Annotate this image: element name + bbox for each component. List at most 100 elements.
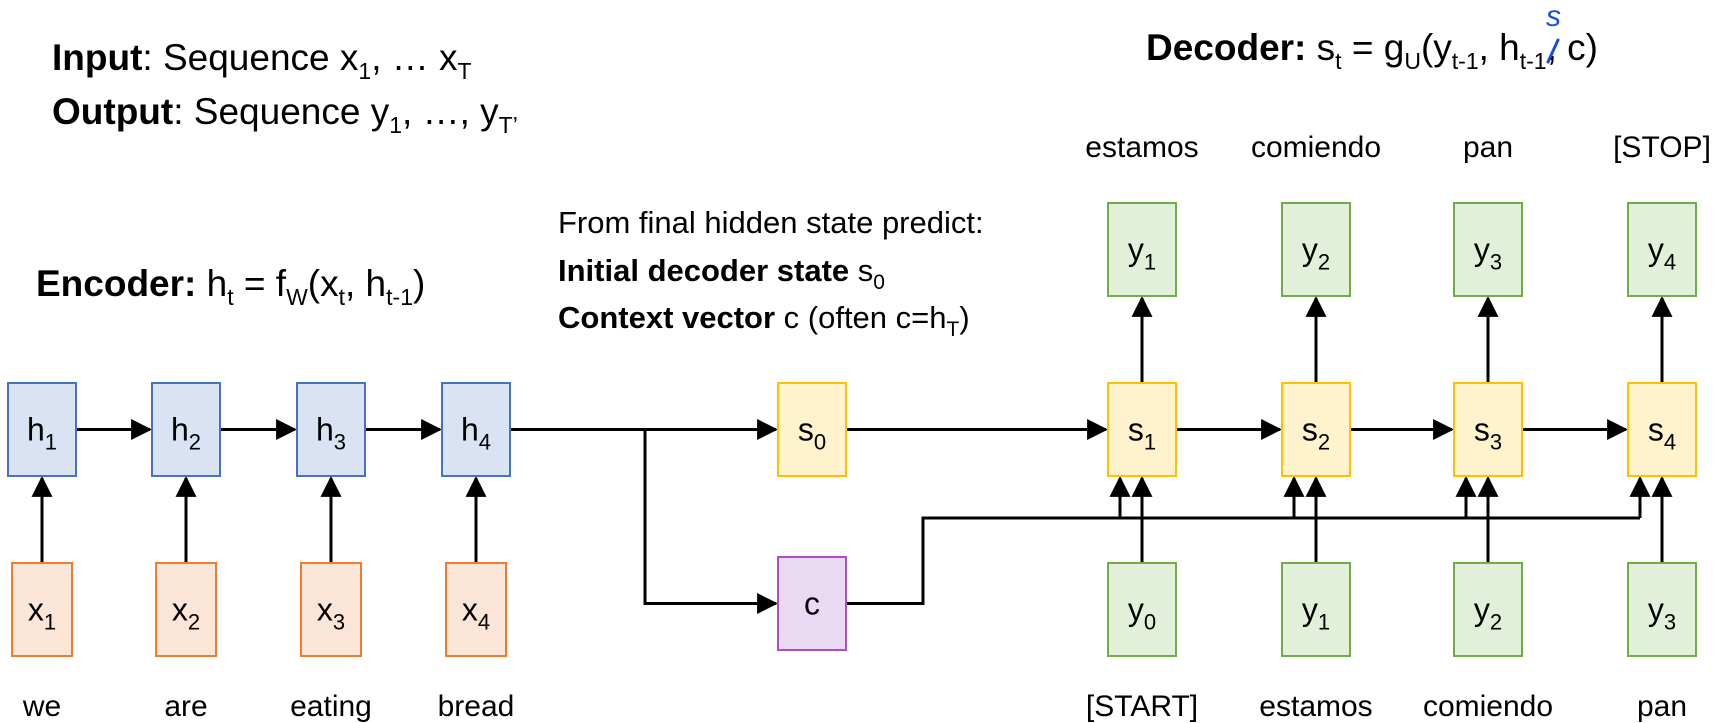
- encoder-input-x2-box: [155, 562, 217, 657]
- encoder-hidden-h1-box: [7, 382, 77, 477]
- encoder-hidden-h4-subscript: 4: [479, 430, 491, 455]
- decoder-state-s4-subscript: 4: [1664, 430, 1676, 455]
- encoder-input-x2-label: x2: [172, 592, 200, 635]
- input-description: Input: Sequence x1, … xT: [52, 37, 472, 84]
- decoder-output-y3-symbol: y: [1474, 232, 1490, 268]
- encoder-hidden-h3: h3: [296, 382, 366, 477]
- encoder-hidden-h2-subscript: 2: [189, 430, 201, 455]
- encoder-formula: Encoder: ht = fW(xt, ht-1): [36, 263, 425, 310]
- decoder-state-s2: s2: [1281, 382, 1351, 477]
- decoder-input-y0: y0: [1107, 562, 1177, 657]
- context-bus-line: [846, 516, 1640, 605]
- decoder-input-y3-box: [1627, 562, 1697, 657]
- decoder-output-y3-box: [1453, 202, 1523, 297]
- decoder-formula: Decoder: st = gU(yt-1, ht-1, c): [1146, 27, 1598, 74]
- encoder-input-x1: x1: [11, 562, 73, 657]
- initial-decoder-state-s0-subscript: 0: [814, 430, 826, 455]
- encoder-input-x1-box: [11, 562, 73, 657]
- decoder-input-y1-label: y1: [1302, 592, 1330, 635]
- encoder-input-x3-symbol: x: [317, 592, 333, 628]
- decoder-input-y2-subscript: 2: [1490, 610, 1502, 635]
- decoder-state-s3-subscript: 3: [1490, 430, 1502, 455]
- decoder-input-y0-symbol: y: [1128, 592, 1144, 628]
- encoder-hidden-h1-label: h1: [27, 412, 57, 455]
- encoder-word-3: eating: [290, 690, 372, 723]
- decoder-input-y2-box: [1453, 562, 1523, 657]
- decoder-state-s3: s3: [1453, 382, 1523, 477]
- encoder-hidden-h4-box: [441, 382, 511, 477]
- decoder-input-y0-subscript: 0: [1144, 610, 1156, 635]
- decoder-input-y2-label: y2: [1474, 592, 1502, 635]
- encoder-input-x4-label: x4: [462, 592, 490, 635]
- encoder-hidden-h4: h4: [441, 382, 511, 477]
- prediction-note-line3: Context vector c (often c=hT): [558, 300, 970, 341]
- decoder-input-y2-symbol: y: [1474, 592, 1490, 628]
- context-vector-c-box: [777, 556, 847, 651]
- decoder-output-y4: y4: [1627, 202, 1697, 297]
- decoder-input-y3-label: y3: [1648, 592, 1676, 635]
- decoder-output-y2-box: [1281, 202, 1351, 297]
- encoder-input-x3: x3: [300, 562, 362, 657]
- decoder-output-y1-box: [1107, 202, 1177, 297]
- encoder-input-x3-label: x3: [317, 592, 345, 635]
- decoder-input-y1-symbol: y: [1302, 592, 1318, 628]
- encoder-input-x4-symbol: x: [462, 592, 478, 628]
- decoder-state-s3-symbol: s: [1474, 412, 1490, 448]
- initial-decoder-state-s0: s0: [777, 382, 847, 477]
- decoder-input-y1-box: [1281, 562, 1351, 657]
- encoder-input-x1-subscript: 1: [44, 610, 56, 635]
- encoder-hidden-h1-subscript: 1: [45, 430, 57, 455]
- encoder-input-x2-subscript: 2: [188, 610, 200, 635]
- encoder-hidden-h3-label: h3: [316, 412, 346, 455]
- encoder-hidden-h3-box: [296, 382, 366, 477]
- decoder-input-y1-subscript: 1: [1318, 610, 1330, 635]
- decoder-output-y2-subscript: 2: [1318, 250, 1330, 275]
- encoder-hidden-h1: h1: [7, 382, 77, 477]
- h4-to-context-arrow: [643, 429, 779, 614]
- decoder-output-y2-symbol: y: [1302, 232, 1318, 268]
- decoder-state-s2-label: s2: [1302, 412, 1330, 455]
- decoder-input-y3-subscript: 3: [1664, 610, 1676, 635]
- decoder-output-y2: y2: [1281, 202, 1351, 297]
- initial-decoder-state-s0-label: s0: [798, 412, 826, 455]
- encoder-hidden-h4-label: h4: [461, 412, 491, 455]
- decoder-input-y3-symbol: y: [1648, 592, 1664, 628]
- encoder-input-x3-subscript: 3: [333, 610, 345, 635]
- encoder-input-x3-box: [300, 562, 362, 657]
- decoder-output-word-1: estamos: [1085, 131, 1198, 164]
- encoder-input-x4: x4: [445, 562, 507, 657]
- decoder-output-y1: y1: [1107, 202, 1177, 297]
- decoder-state-s4-symbol: s: [1648, 412, 1664, 448]
- encoder-hidden-h2: h2: [151, 382, 221, 477]
- encoder-hidden-h2-label: h2: [171, 412, 201, 455]
- decoder-state-s2-subscript: 2: [1318, 430, 1330, 455]
- context-vector-c: c: [777, 556, 847, 651]
- handwritten-s-label: s: [1546, 0, 1561, 33]
- encoder-input-x2-symbol: x: [172, 592, 188, 628]
- initial-decoder-state-s0-box: [777, 382, 847, 477]
- encoder-input-x4-box: [445, 562, 507, 657]
- decoder-state-s2-box: [1281, 382, 1351, 477]
- decoder-input-word-3: comiendo: [1423, 690, 1553, 723]
- decoder-state-s1-symbol: s: [1128, 412, 1144, 448]
- decoder-state-s1-box: [1107, 382, 1177, 477]
- handwritten-annotation: s: [1546, 0, 1561, 64]
- decoder-input-y3: y3: [1627, 562, 1697, 657]
- decoder-state-s4: s4: [1627, 382, 1697, 477]
- node-layer: h1x1h2x2h3x3h4x4s0cs1y1y0s2y2y1s3y3y2s4y…: [7, 202, 1697, 657]
- decoder-state-s2-symbol: s: [1302, 412, 1318, 448]
- encoder-input-x1-label: x1: [28, 592, 56, 635]
- encoder-hidden-h2-box: [151, 382, 221, 477]
- decoder-output-y4-symbol: y: [1648, 232, 1664, 268]
- encoder-input-x1-symbol: x: [28, 592, 44, 628]
- encoder-input-x2: x2: [155, 562, 217, 657]
- decoder-output-word-4: [STOP]: [1613, 131, 1711, 164]
- decoder-output-word-3: pan: [1463, 131, 1513, 164]
- encoder-hidden-h4-symbol: h: [461, 412, 479, 448]
- encoder-hidden-h1-symbol: h: [27, 412, 45, 448]
- decoder-input-y1: y1: [1281, 562, 1351, 657]
- prediction-note-line2: Initial decoder state s0: [558, 253, 885, 294]
- encoder-word-2: are: [164, 690, 207, 723]
- context-vector-c-label: c: [804, 586, 820, 622]
